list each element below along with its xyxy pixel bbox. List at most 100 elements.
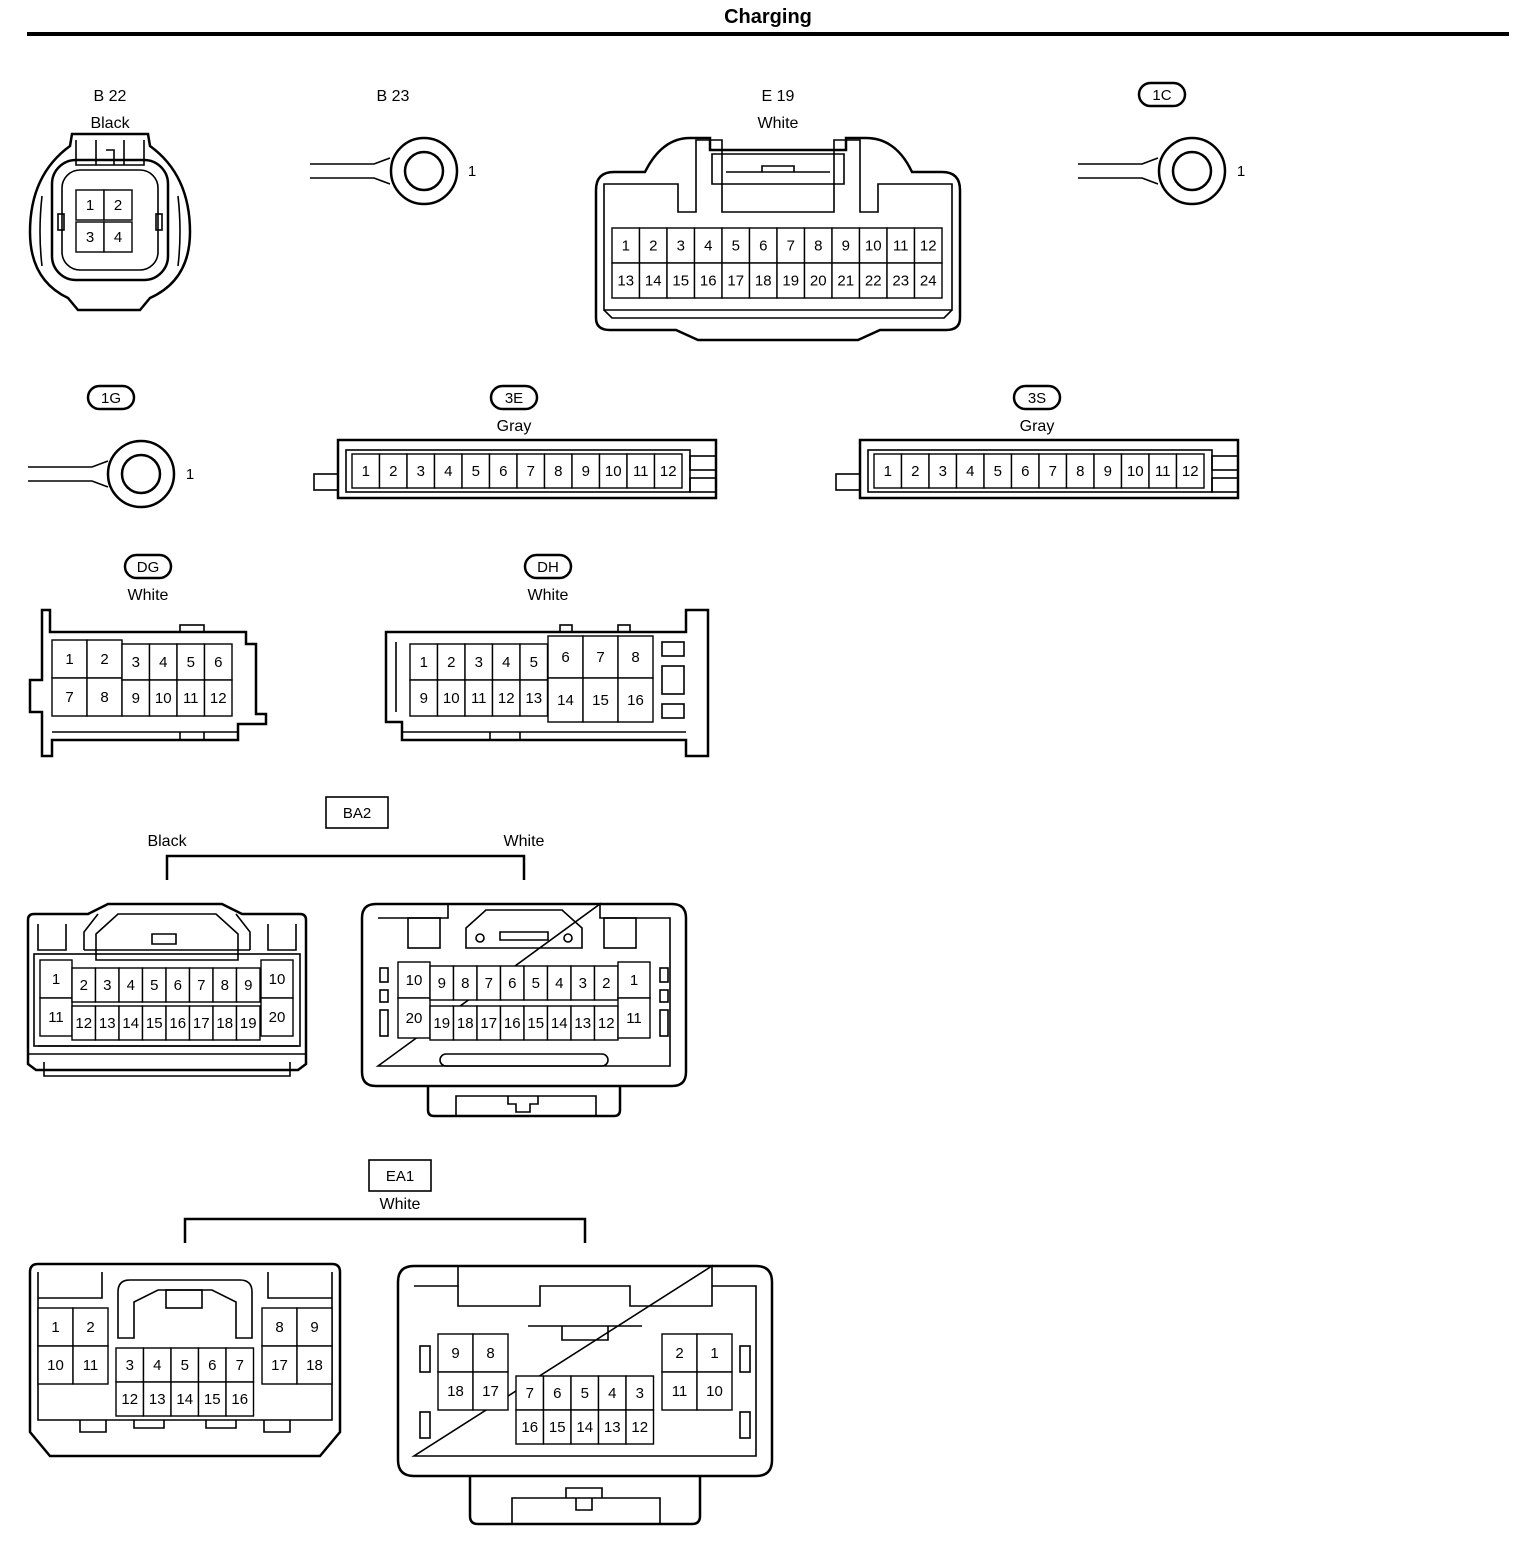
svg-text:8: 8 [275,1319,283,1336]
svg-text:10: 10 [406,972,423,989]
ba2-right-color: White [504,833,545,850]
dh-pin-4: 4 [491,643,521,681]
svg-text:12: 12 [598,1015,615,1032]
svg-text:14: 14 [122,1015,139,1032]
ba2-pin-left19: 19 [235,1005,261,1041]
c3s-pin-8: 8 [1065,453,1095,489]
ba2-pin-right6: 6 [499,965,525,1001]
dh-pin-7: 7 [582,635,619,679]
c3s-pin-12: 12 [1175,453,1205,489]
ba2-left-color: Black [147,833,187,850]
ba2-pin-right15: 15 [523,1005,549,1041]
connector-dh: DH White [384,553,710,758]
dg-pin-4: 4 [148,643,178,681]
svg-text:5: 5 [581,1385,589,1402]
svg-text:3: 3 [86,229,94,246]
ba2-pin-right5: 5 [523,965,549,1001]
svg-text:18: 18 [306,1357,323,1374]
3s-color: Gray [1020,418,1055,435]
svg-text:3: 3 [939,463,947,480]
svg-text:3: 3 [126,1357,134,1374]
dg-pin-7: 7 [51,677,88,717]
ea1-color: White [380,1196,421,1213]
svg-text:8: 8 [631,649,639,666]
svg-text:1: 1 [51,1319,59,1336]
c3e-pin-10: 10 [598,453,628,489]
svg-text:13: 13 [525,690,542,707]
svg-text:15: 15 [672,273,689,290]
svg-text:9: 9 [842,238,850,255]
b22-color: Black [90,115,130,132]
e19-pin-4: 4 [693,227,723,264]
svg-text:7: 7 [485,975,493,992]
ba2-pin-left10: 10 [260,959,294,999]
b22-pin-2: 2 [103,189,133,221]
svg-text:10: 10 [605,463,622,480]
svg-text:5: 5 [532,975,540,992]
svg-text:3: 3 [132,654,140,671]
ba2-pin-left6: 6 [165,967,191,1003]
ea1-pin-right16: 16 [515,1409,545,1445]
svg-text:5: 5 [181,1357,189,1374]
svg-text:2: 2 [447,654,455,671]
svg-text:10: 10 [865,238,882,255]
svg-text:7: 7 [787,238,795,255]
svg-text:1: 1 [52,971,60,988]
dg-pin-12: 12 [203,679,233,717]
dg-pin-5: 5 [176,643,206,681]
svg-text:2: 2 [86,1319,94,1336]
svg-text:9: 9 [310,1319,318,1336]
dh-color: White [528,587,569,604]
b22-code: B 22 [94,88,127,105]
svg-text:6: 6 [759,238,767,255]
dg-pin-6: 6 [203,643,233,681]
svg-text:5: 5 [187,654,195,671]
svg-text:14: 14 [551,1015,568,1032]
svg-text:17: 17 [727,273,744,290]
svg-text:9: 9 [1104,463,1112,480]
ea1-pin-left16: 16 [225,1381,255,1417]
ba2-pin-right14: 14 [546,1005,572,1041]
ba2-pin-left5: 5 [141,967,167,1003]
e19-pin-11: 11 [886,227,916,264]
ea1-pin-right2: 2 [661,1333,698,1373]
svg-text:14: 14 [645,273,662,290]
ba2-pin-left9: 9 [235,967,261,1003]
ba2-pin-left7: 7 [188,967,214,1003]
e19-pin-19: 19 [776,262,806,299]
dh-pin-1: 1 [409,643,439,681]
svg-text:12: 12 [660,463,677,480]
svg-text:5: 5 [994,463,1002,480]
c3e-pin-8: 8 [543,453,573,489]
dh-pin-13: 13 [519,679,549,717]
dg-code: DG [137,559,160,576]
ea1-pin-left9: 9 [296,1307,333,1347]
svg-text:8: 8 [100,689,108,706]
c3s-pin-5: 5 [983,453,1013,489]
e19-pin-16: 16 [693,262,723,299]
svg-text:9: 9 [582,463,590,480]
e19-pin-21: 21 [831,262,861,299]
svg-text:15: 15 [592,692,609,709]
svg-text:12: 12 [121,1391,138,1408]
e19-pin-24: 24 [913,262,943,299]
ba2-pin-left14: 14 [118,1005,144,1041]
dg-pin-3: 3 [121,643,151,681]
c3e-pin-2: 2 [378,453,408,489]
svg-text:12: 12 [631,1419,648,1436]
e19-pin-2: 2 [638,227,668,264]
svg-text:5: 5 [530,654,538,671]
svg-text:4: 4 [502,654,510,671]
svg-text:1: 1 [630,972,638,989]
svg-text:8: 8 [814,238,822,255]
ea1-pin-left17: 17 [261,1345,298,1385]
svg-text:12: 12 [1182,463,1199,480]
connector-3e: 3E Gray [313,384,718,500]
ba2-pin-right9: 9 [429,965,455,1001]
ea1-code: EA1 [386,1168,414,1185]
svg-text:17: 17 [482,1383,499,1400]
svg-text:4: 4 [966,463,974,480]
dg-pin-10: 10 [148,679,178,717]
c3s-pin-9: 9 [1093,453,1123,489]
svg-text:12: 12 [210,690,227,707]
